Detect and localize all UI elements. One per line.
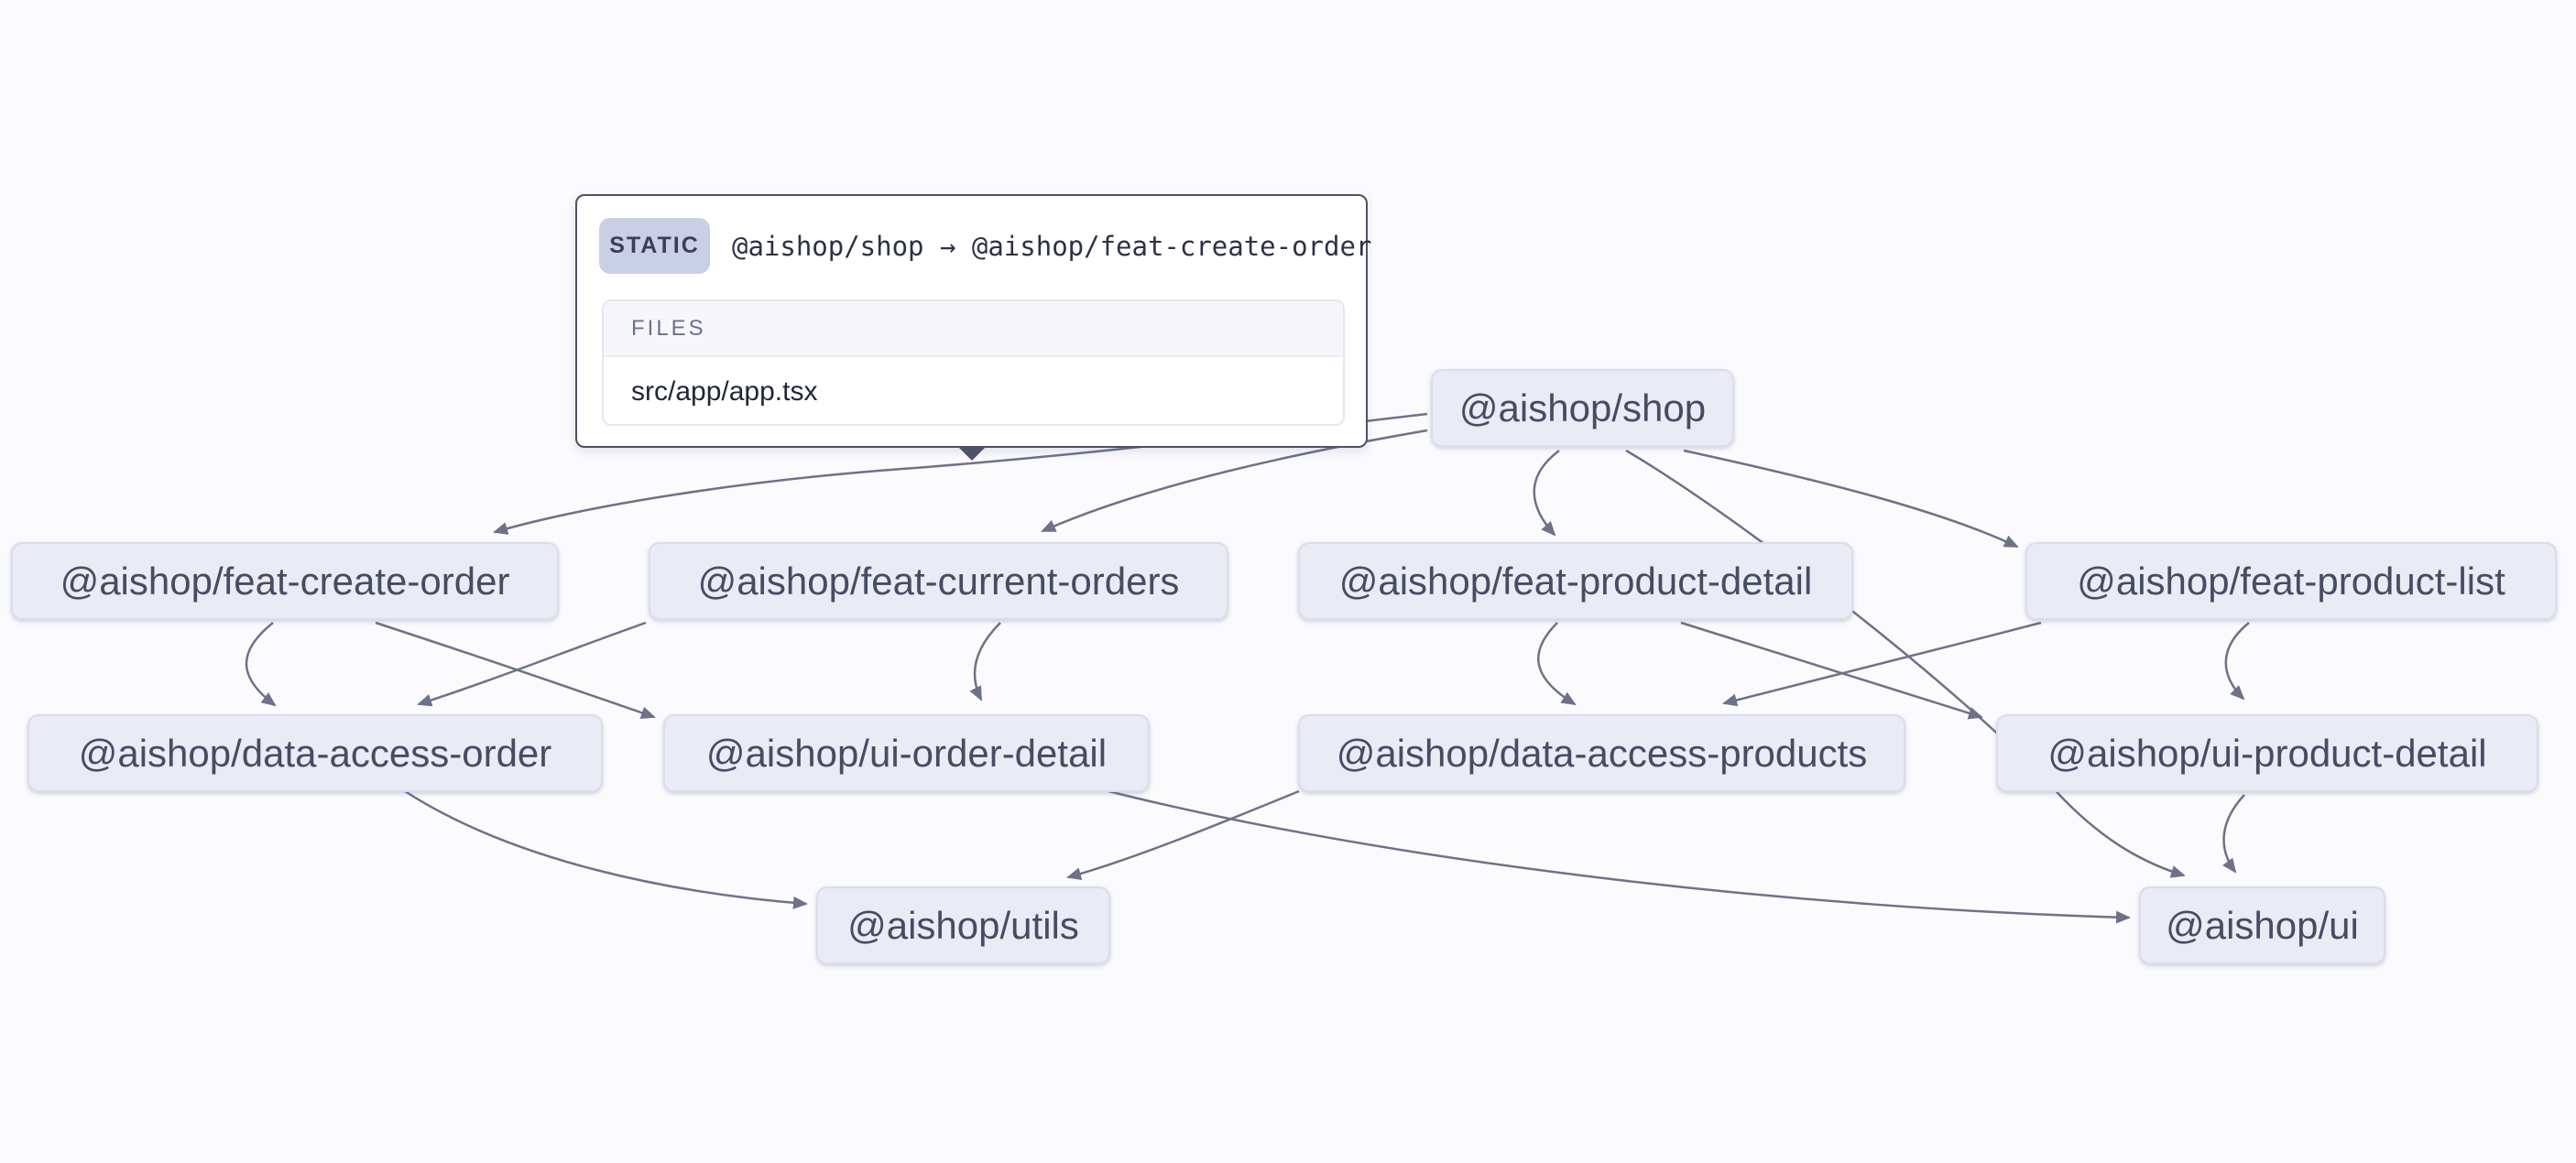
dependency-tooltip: STATIC @aishop/shop → @aishop/feat-creat… — [575, 194, 1371, 448]
files-panel-header: FILES — [604, 301, 1343, 357]
files-panel: FILES src/app/app.tsx — [602, 299, 1345, 426]
static-dependency-badge: STATIC — [599, 218, 710, 274]
graph-node-shop[interactable]: @aishop/shop — [1431, 369, 1734, 447]
dependency-label: @aishop/shop → @aishop/feat-create-order — [732, 230, 1372, 262]
edge-feat-current-orders-to-ui-order-detail[interactable] — [969, 622, 1001, 701]
edge-feat-current-orders-to-data-access-order[interactable] — [417, 621, 647, 707]
tooltip-header: STATIC @aishop/shop → @aishop/feat-creat… — [599, 218, 1371, 274]
graph-node-ui-product-detail[interactable]: @aishop/ui-product-detail — [1996, 714, 2538, 792]
graph-node-feat-product-detail[interactable]: @aishop/feat-product-detail — [1298, 542, 1853, 620]
edge-feat-product-list-to-data-access-products[interactable] — [1722, 621, 2042, 707]
tooltip-pointer-icon — [957, 446, 987, 461]
edge-feat-product-detail-to-data-access-products[interactable] — [1537, 622, 1577, 706]
edge-ui-order-detail-to-ui[interactable] — [1108, 789, 2131, 924]
file-list-item: src/app/app.tsx — [631, 375, 818, 407]
edge-data-access-order-to-utils[interactable] — [404, 789, 808, 909]
files-list: src/app/app.tsx — [604, 357, 1343, 424]
graph-node-ui-order-detail[interactable]: @aishop/ui-order-detail — [663, 714, 1150, 792]
edge-shop-to-ui[interactable] — [1625, 449, 2186, 878]
graph-node-utils[interactable]: @aishop/utils — [816, 886, 1110, 964]
graph-node-feat-product-list[interactable]: @aishop/feat-product-list — [2025, 542, 2557, 620]
graph-node-feat-create-order[interactable]: @aishop/feat-create-order — [11, 542, 559, 620]
graph-node-data-access-products[interactable]: @aishop/data-access-products — [1298, 714, 1905, 792]
edge-shop-to-feat-current-orders[interactable] — [1041, 429, 1428, 533]
edge-feat-product-list-to-ui-product-detail[interactable] — [2224, 622, 2250, 701]
edge-shop-to-feat-product-detail[interactable] — [1533, 450, 1560, 537]
edge-feat-product-detail-to-ui-product-detail[interactable] — [1680, 621, 1983, 720]
graph-node-data-access-order[interactable]: @aishop/data-access-order — [27, 714, 603, 792]
edge-shop-to-feat-product-list[interactable] — [1683, 449, 2019, 549]
edge-ui-product-detail-to-ui[interactable] — [2222, 794, 2245, 874]
graph-node-feat-current-orders[interactable]: @aishop/feat-current-orders — [649, 542, 1228, 620]
edge-data-access-products-to-utils[interactable] — [1066, 789, 1300, 880]
edge-feat-create-order-to-data-access-order[interactable] — [245, 622, 277, 707]
edge-feat-create-order-to-ui-order-detail[interactable] — [375, 621, 656, 720]
graph-node-ui[interactable]: @aishop/ui — [2139, 886, 2385, 964]
